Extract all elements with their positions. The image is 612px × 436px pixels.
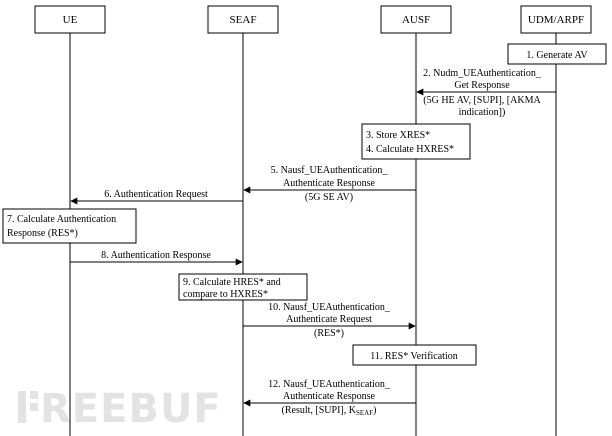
step-5-line-3: (5G SE AV)	[305, 192, 353, 203]
step-11-label: 11. RES* Verification	[370, 351, 458, 362]
participant-udm: UDM/ARPF	[520, 5, 592, 34]
step-1-box: 1. Generate AV	[507, 43, 607, 65]
participant-seaf: SEAF	[207, 5, 279, 34]
step-12-close: )	[373, 405, 376, 416]
step-1-label: 1. Generate AV	[526, 50, 588, 61]
step-5-line-1: 5. Nausf_UEAuthentication_	[271, 165, 389, 176]
watermark: REEBUF	[18, 386, 222, 432]
step-2-message: 2. Nudm_UEAuthentication_ Get Response (…	[416, 68, 556, 118]
step-10-line-2: Authenticate Request	[286, 314, 372, 325]
step-3-label: 3. Store XRES*	[366, 130, 430, 141]
step-3-4-box: 3. Store XRES* 4. Calculate HXRES*	[361, 123, 471, 160]
step-9-line-2: compare to HXRES*	[183, 289, 268, 300]
step-10-message: 10. Nausf_UEAuthentication_ Authenticate…	[243, 302, 416, 339]
step-11-box: 11. RES* Verification	[352, 344, 477, 366]
participant-ausf: AUSF	[380, 5, 452, 34]
step-8-label: 8. Authentication Response	[101, 250, 211, 261]
step-12-line-1: 12. Nausf_UEAuthentication_	[268, 379, 391, 390]
step-7-box: 7. Calculate Authentication Response (RE…	[2, 208, 137, 244]
step-12-line-3: (Result, [SUPI], KSEAF)	[282, 405, 377, 417]
participant-ue: UE	[34, 5, 106, 34]
participant-udm-label: UDM/ARPF	[528, 14, 584, 26]
step-2-line-2: Get Response	[454, 80, 510, 91]
participant-ue-label: UE	[63, 14, 78, 26]
step-5-message: 5. Nausf_UEAuthentication_ Authenticate …	[243, 165, 416, 203]
step-12-params: (Result, [SUPI], K	[282, 405, 357, 416]
step-8-message: 8. Authentication Response	[70, 250, 243, 266]
step-2-line-3: (5G HE AV, [SUPI], [AKMA	[423, 95, 541, 106]
step-4-label: 4. Calculate HXRES*	[366, 144, 454, 155]
step-2-line-1: 2. Nudm_UEAuthentication_	[423, 68, 542, 79]
participant-seaf-label: SEAF	[230, 14, 257, 26]
step-12-line-2: Authenticate Response	[283, 391, 375, 402]
step-6-message: 6. Authentication Request	[70, 189, 243, 205]
step-12-subscript: SEAF	[356, 409, 373, 417]
step-7-line-2: Response (RES*)	[7, 228, 78, 239]
step-5-line-2: Authenticate Response	[283, 178, 375, 189]
watermark-text: REEBUF	[40, 386, 222, 432]
step-7-line-1: 7. Calculate Authentication	[7, 214, 116, 225]
step-10-line-1: 10. Nausf_UEAuthentication_	[268, 302, 391, 313]
participant-ausf-label: AUSF	[402, 14, 430, 26]
step-9-line-1: 9. Calculate HRES* and	[183, 277, 281, 288]
step-2-line-4: indication])	[459, 107, 506, 118]
step-6-label: 6. Authentication Request	[104, 189, 208, 200]
step-9-box: 9. Calculate HRES* and compare to HXRES*	[178, 273, 308, 301]
step-12-message: 12. Nausf_UEAuthentication_ Authenticate…	[243, 379, 416, 417]
step-10-line-3: (RES*)	[314, 328, 344, 339]
